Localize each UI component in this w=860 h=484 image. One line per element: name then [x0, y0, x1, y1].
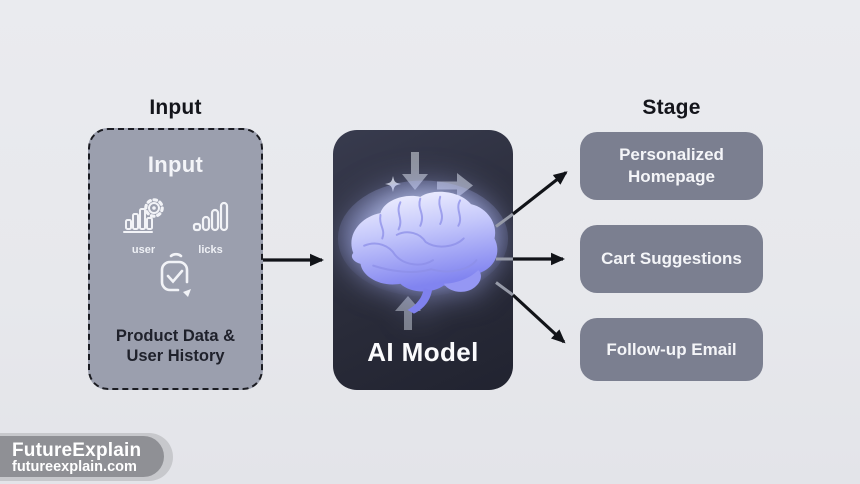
sync-check-icon	[151, 252, 201, 307]
sparkle-icon	[385, 176, 401, 192]
input-box-caption: Product Data & User History	[90, 326, 261, 366]
watermark-badge-inner: FutureExplain futureexplain.com	[0, 436, 164, 477]
down-arrow-icon	[402, 152, 428, 190]
arrow-ai-to-stage-1	[512, 171, 568, 216]
input-box-heading: Input	[147, 152, 204, 177]
stage-box-label: Cart Suggestions	[601, 249, 742, 269]
stage-box-label: Follow-up Email	[606, 339, 737, 359]
arrow-ai-to-stage-3	[511, 293, 566, 344]
clicks-icon-label: licks	[198, 244, 223, 256]
clicks-icon-block: licks	[191, 198, 231, 256]
stage-box-follow-up-email: Follow-up Email	[580, 318, 763, 381]
brain-illustration	[337, 180, 509, 314]
bar-chart-gear-icon	[121, 198, 167, 243]
user-data-icon-block: user	[121, 198, 167, 256]
watermark-brand: FutureExplain	[12, 439, 142, 461]
watermark-badge: FutureExplain futureexplain.com	[0, 433, 173, 481]
stage-box-cart-suggestions: Cart Suggestions	[580, 225, 763, 293]
ascending-bars-icon	[191, 198, 231, 243]
input-icons-row: user licks	[90, 198, 261, 256]
stage-column-title: Stage	[642, 96, 701, 119]
user-icon-label: user	[131, 244, 156, 256]
input-box: Input	[88, 128, 263, 390]
input-box-caption-line1: Product Data &	[115, 327, 236, 345]
stage-box-label: Personalized Homepage	[619, 145, 724, 186]
watermark-url: futureexplain.com	[12, 459, 137, 476]
ai-model-label: AI Model	[367, 337, 479, 367]
stage-box-personalized-homepage: Personalized Homepage	[580, 132, 763, 200]
ai-model-box: AI Model	[333, 130, 513, 390]
input-box-caption-line2: User History	[126, 347, 225, 366]
sync-check-icon-wrap	[90, 252, 261, 307]
input-column-title: Input	[149, 96, 202, 119]
up-arrow-icon	[395, 296, 421, 330]
